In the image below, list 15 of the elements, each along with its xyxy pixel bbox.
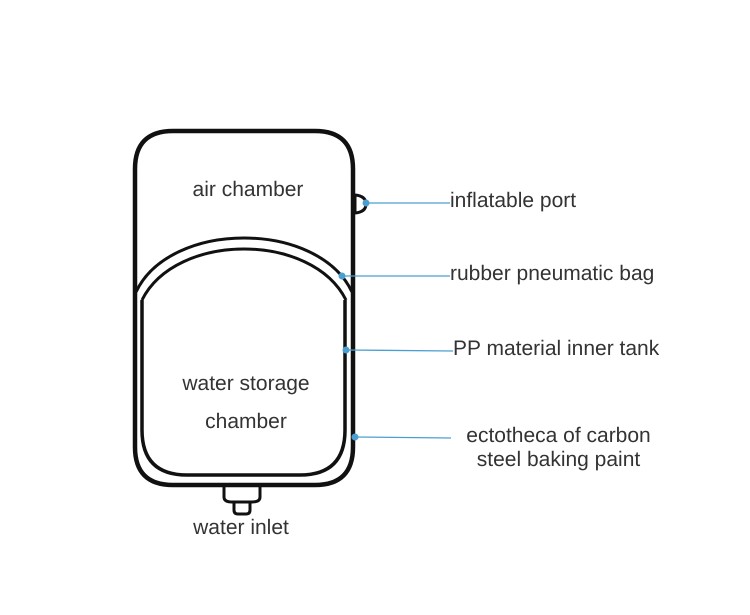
callout-text: PP material inner tank <box>453 337 660 361</box>
callout-text: inflatable port <box>450 189 576 213</box>
leader-line <box>338 272 450 280</box>
chamber-label: water storage chamber <box>181 371 311 435</box>
pneumatic-bag <box>134 236 354 302</box>
inner-tank <box>140 300 347 477</box>
callout-text: rubber pneumatic bag <box>450 262 654 286</box>
port-nozzle <box>354 194 368 214</box>
chamber-label: air chamber <box>192 177 304 203</box>
leader-line <box>362 200 450 206</box>
leader-line <box>352 434 451 440</box>
leader-line <box>342 346 453 354</box>
outer-shell <box>132 128 356 488</box>
chamber-label: water inlet <box>192 515 290 541</box>
callout-text: ectotheca of carbon steel baking paint <box>451 424 666 472</box>
